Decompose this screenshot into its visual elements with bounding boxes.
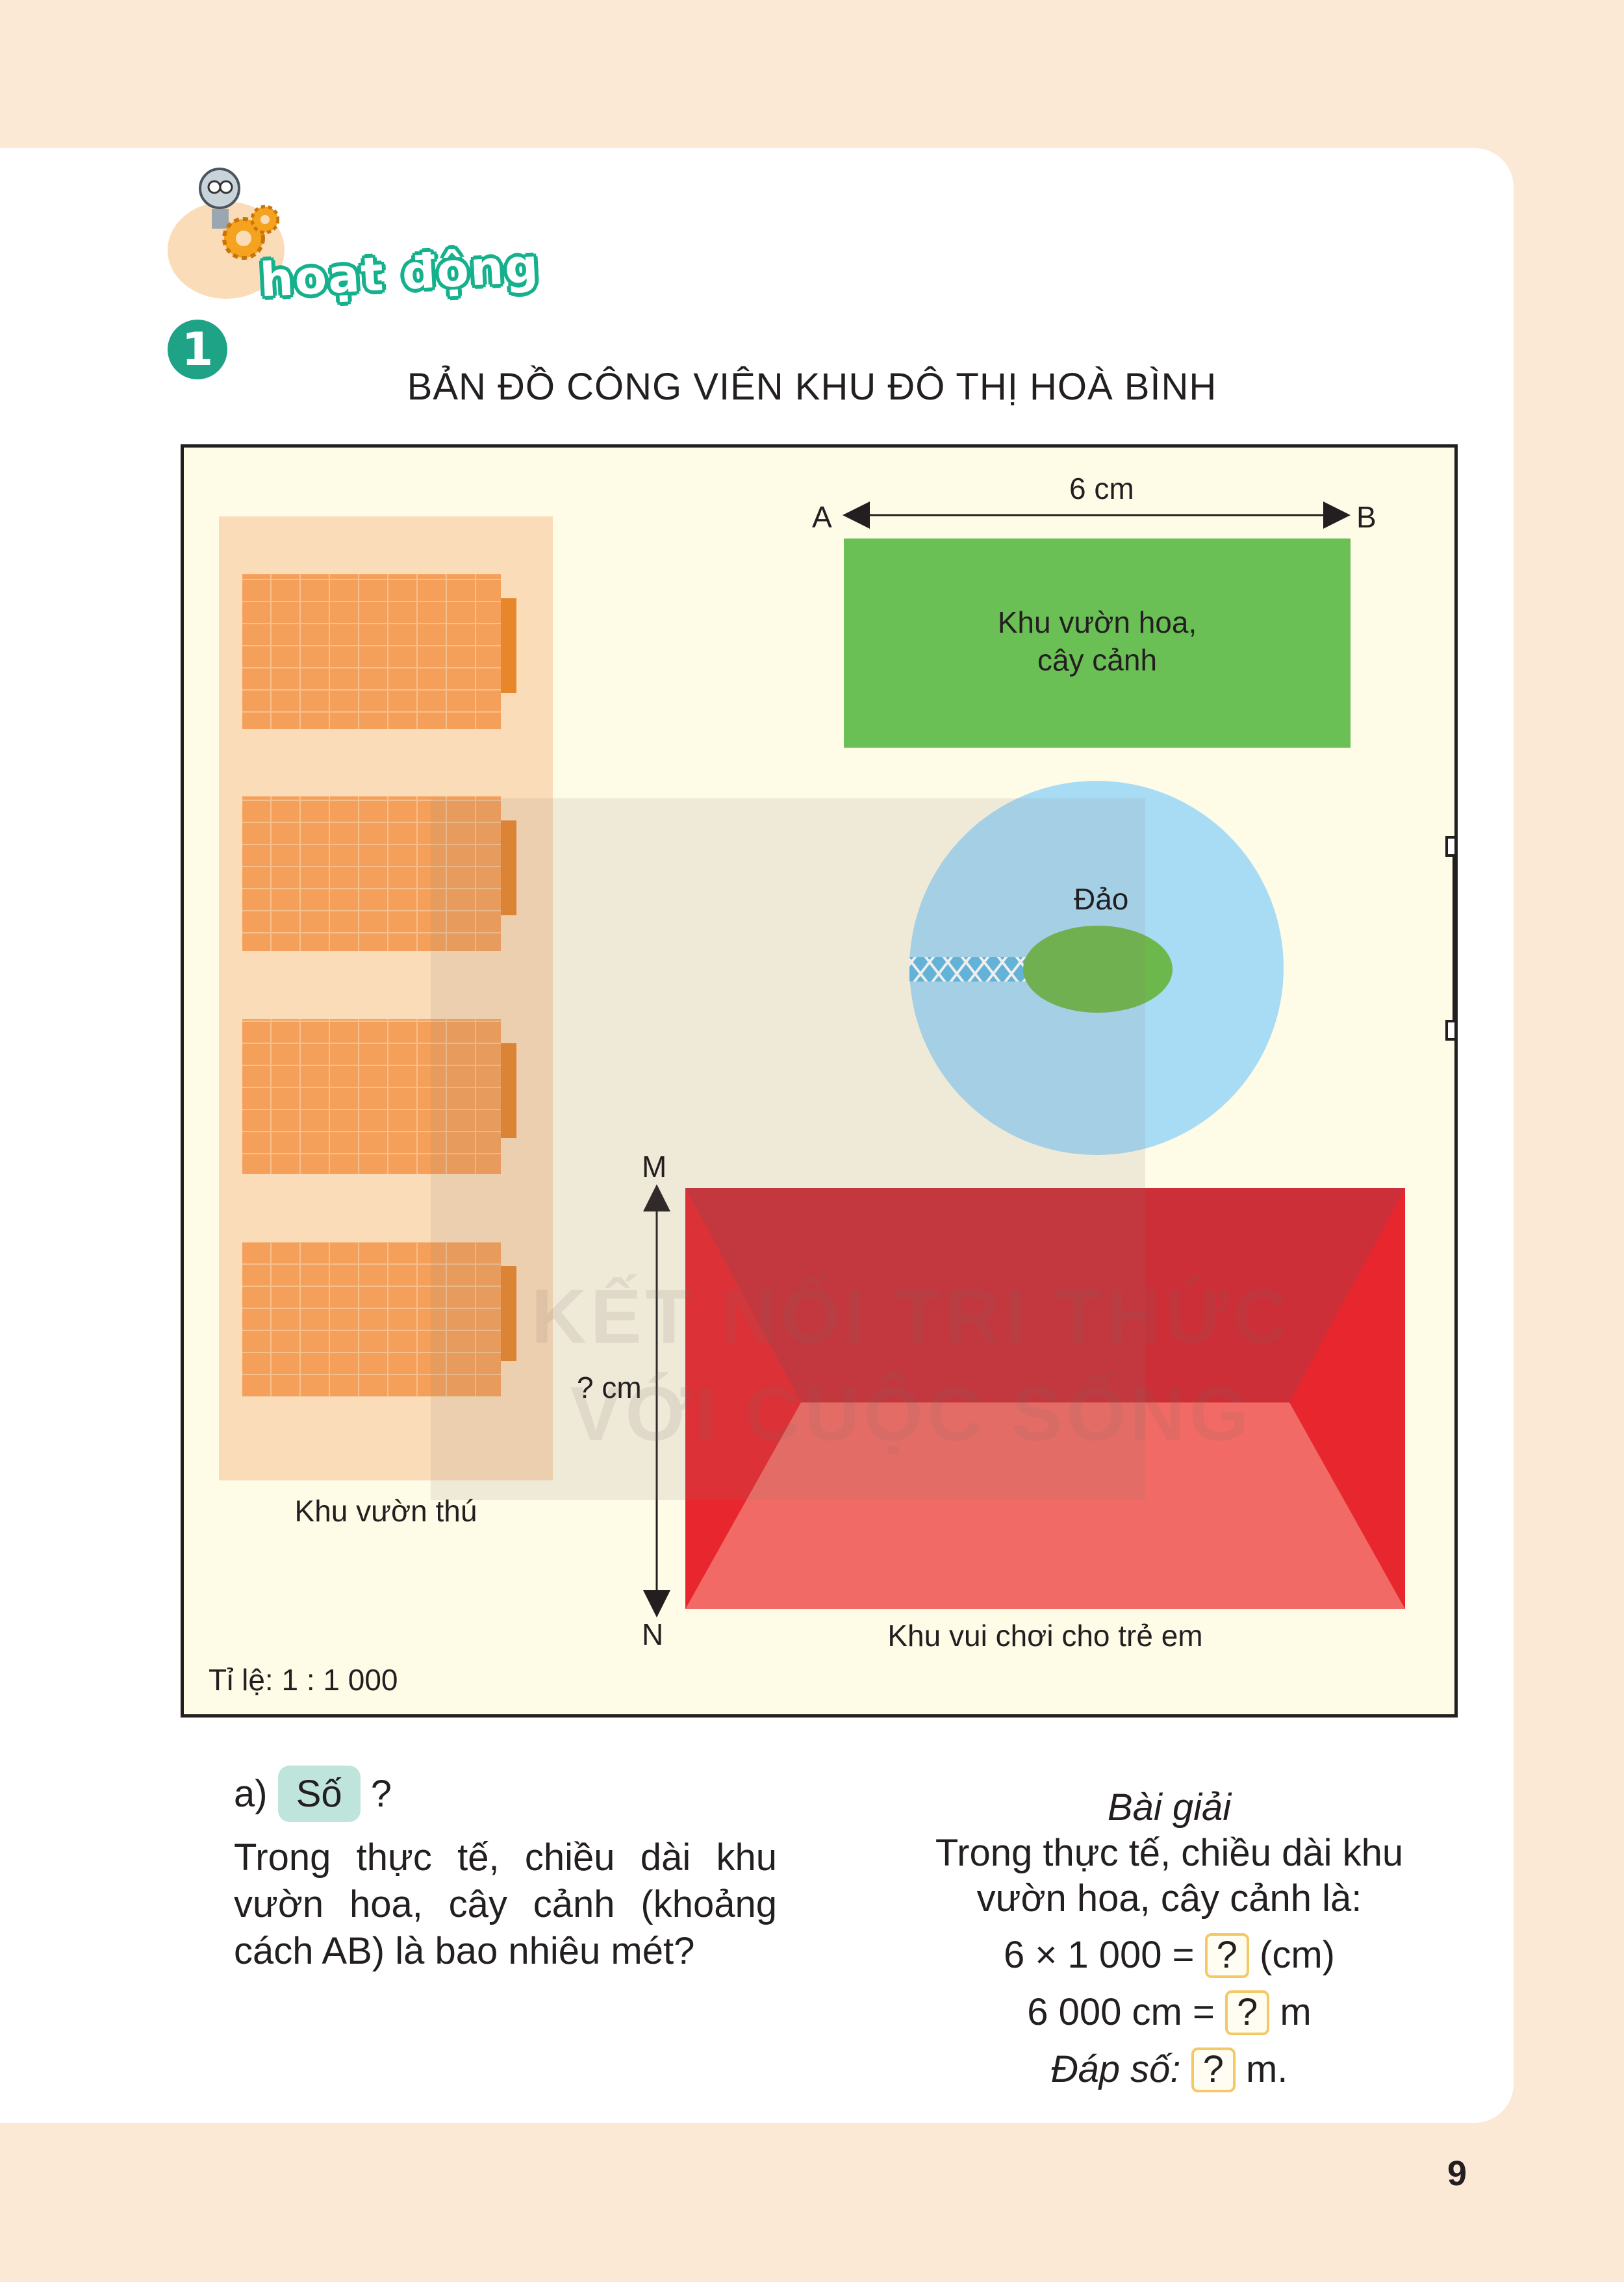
question-part: a) [234,1773,268,1815]
park-map: 6 cm A B Khu vườn hoa, cây cảnh Đảo M ? … [181,444,1458,1718]
solution-line-2: vườn hoa, cây cảnh là: [976,1877,1362,1920]
question-heading: a) Số ? [234,1766,392,1823]
watermark-line1: KẾT NỐI TRI THỨC [531,1274,1292,1360]
point-n-label: N [642,1617,664,1651]
zoo-cage-2 [242,796,516,951]
flower-garden-label: Khu vườn hoa, cây cảnh [997,605,1197,677]
zoo-cage-1 [242,574,516,729]
map-drawing [219,501,1454,1617]
question-line-1: Trong thực tế, chiều dài khu [234,1836,777,1879]
park-gate [1445,836,1454,1041]
question-line-3: cách AB) là bao nhiêu mét? [234,1930,695,1972]
solution-heading: Bài giải [1107,1786,1232,1829]
solution-answer: Đáp số: ? m. [909,2045,1429,2094]
watermark-line2: VỚI CUỘC SỐNG [570,1371,1253,1457]
answer-box-cm[interactable]: ? [1204,1933,1249,1978]
so-badge: Số [277,1766,361,1823]
mn-length-label: ? cm [577,1371,642,1404]
ab-length-label: 6 cm [1069,472,1134,505]
publisher-watermark [431,798,1145,1500]
solution-line-1: Trong thực tế, chiều dài khu [935,1832,1404,1874]
activity-number-badge: 1 [168,320,227,379]
playground-label: Khu vui chơi cho trẻ em [887,1619,1203,1653]
zoo-cage-4 [242,1242,516,1397]
question-line-2: vườn hoa, cây cảnh (khoảng [234,1883,777,1925]
map-title: BẢN ĐỒ CÔNG VIÊN KHU ĐÔ THỊ HOÀ BÌNH [407,366,1217,408]
island-label: Đảo [1074,882,1129,916]
answer-box-m[interactable]: ? [1224,1990,1270,2035]
answer-box-final[interactable]: ? [1191,2047,1236,2092]
bridge [909,957,1026,982]
question-mark: ? [370,1773,392,1815]
page-number: 9 [1447,2154,1467,2193]
island [1023,926,1173,1013]
flower-garden [844,539,1351,748]
zoo-label: Khu vườn thú [294,1494,477,1528]
zoo-cage-3 [242,1019,516,1174]
solution-calc-2: 6 000 cm = ? m [909,1988,1429,2036]
robot-gear-icon [199,168,279,260]
point-a-label: A [812,500,832,534]
point-m-label: M [642,1150,667,1184]
map-scale: Tỉ lệ: 1 : 1 000 [209,1663,398,1697]
solution-calc-1: 6 × 1 000 = ? (cm) [909,1931,1429,1979]
point-b-label: B [1356,500,1377,534]
playground [685,1188,1405,1609]
